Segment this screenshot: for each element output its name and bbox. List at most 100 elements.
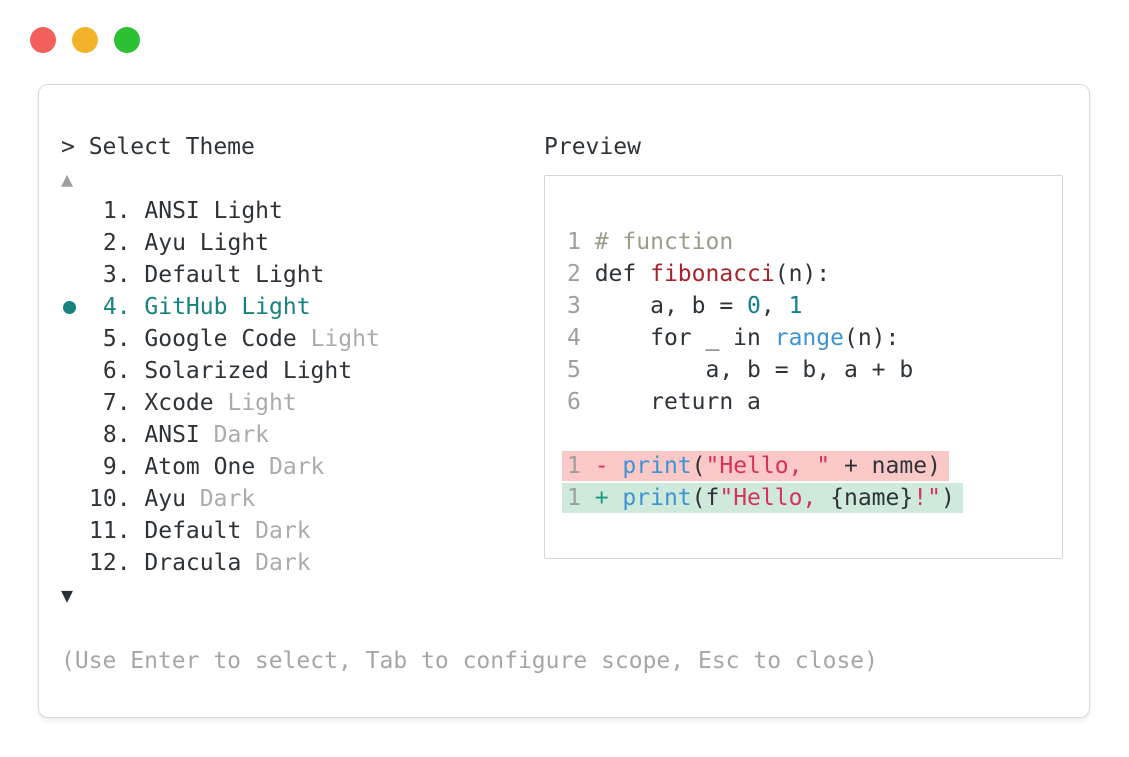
bullet-spacer	[61, 547, 89, 579]
bullet-spacer	[61, 483, 89, 515]
theme-list: 1. ANSI Light 2. Ayu Light 3. Default Li…	[61, 195, 544, 579]
dialog-columns: > Select Theme ▲ 1. ANSI Light 2. Ayu Li…	[61, 131, 1065, 677]
down-arrow-icon: ▼	[61, 583, 74, 607]
code-token: +	[594, 485, 623, 511]
theme-name: Dracula	[144, 550, 256, 576]
code-line: 6 return a	[567, 386, 1062, 418]
theme-list-item[interactable]: 6. Solarized Light	[61, 355, 544, 387]
scroll-up-indicator[interactable]: ▲	[61, 163, 544, 195]
code-token: # function	[594, 229, 734, 255]
theme-list-item[interactable]: 12. Dracula Dark	[61, 547, 544, 579]
bullet-spacer	[61, 419, 89, 451]
theme-name: Default Light	[144, 262, 325, 288]
theme-list-item[interactable]: 9. Atom One Dark	[61, 451, 544, 483]
code-line-content: 3 a, b = 0, 1	[567, 293, 802, 319]
theme-selector-column: > Select Theme ▲ 1. ANSI Light 2. Ayu Li…	[61, 131, 878, 677]
theme-number: 6.	[89, 358, 145, 384]
code-token: "Hello, "	[705, 453, 831, 479]
theme-list-item[interactable]: 5. Google Code Light	[61, 323, 544, 355]
code-token: )	[927, 453, 941, 479]
line-number: 6	[567, 389, 595, 415]
theme-name: GitHub Light	[144, 294, 311, 320]
theme-number: 1.	[89, 198, 145, 224]
traffic-lights	[30, 27, 140, 53]
bullet-spacer	[61, 355, 89, 387]
code-token: return a	[594, 389, 761, 415]
selected-dot-icon	[63, 300, 76, 314]
theme-name: Ayu Light	[144, 230, 270, 256]
theme-number: 10.	[89, 486, 145, 512]
theme-name: Ayu	[144, 486, 200, 512]
bullet-spacer	[61, 323, 89, 355]
theme-variant-muted: Dark	[213, 422, 270, 448]
code-line-content: 6 return a	[567, 389, 761, 415]
theme-number: 11.	[89, 518, 145, 544]
code-token: -	[594, 453, 623, 479]
code-token: (n):	[774, 261, 831, 287]
theme-variant-muted: Dark	[255, 550, 311, 576]
code-token: ,	[760, 293, 789, 319]
code-line-content: 4 for _ in range(n):	[567, 325, 899, 351]
minimize-button[interactable]	[72, 27, 98, 53]
code-token: (	[691, 453, 706, 479]
code-line: 5 a, b = b, a + b	[567, 354, 1062, 386]
theme-list-item[interactable]: 4. GitHub Light	[61, 291, 544, 323]
theme-list-item[interactable]: 1. ANSI Light	[61, 195, 544, 227]
code-line: 4 for _ in range(n):	[567, 322, 1062, 354]
code-line	[567, 418, 1062, 450]
theme-picker-dialog: > Select Theme ▲ 1. ANSI Light 2. Ayu Li…	[38, 84, 1090, 718]
dialog-title: > Select Theme	[61, 134, 255, 160]
code-token: a, b = b, a + b	[594, 357, 914, 383]
theme-name: Google Code	[144, 326, 311, 352]
code-line-content: 1 + print(f"Hello, {name}!")	[562, 483, 963, 513]
theme-number: 9.	[89, 454, 145, 480]
theme-list-item[interactable]: 11. Default Dark	[61, 515, 544, 547]
code-line-content: 5 a, b = b, a + b	[567, 357, 913, 383]
theme-name: ANSI	[144, 422, 214, 448]
theme-number: 3.	[89, 262, 145, 288]
code-token: !"	[913, 485, 941, 511]
bullet-spacer	[61, 515, 89, 547]
close-button[interactable]	[30, 27, 56, 53]
code-token: (f	[691, 485, 720, 511]
theme-number: 2.	[89, 230, 145, 256]
bullet-spacer	[61, 387, 89, 419]
code-token: 1	[788, 293, 803, 319]
diff-line-added: 1 + print(f"Hello, {name}!")	[562, 482, 1062, 514]
theme-variant-muted: Dark	[199, 486, 256, 512]
code-token: range	[774, 325, 844, 351]
selected-indicator	[61, 291, 89, 323]
theme-name: Atom One	[144, 454, 270, 480]
theme-variant-muted: Light	[227, 390, 297, 416]
up-arrow-icon: ▲	[61, 167, 74, 191]
theme-list-item[interactable]: 7. Xcode Light	[61, 387, 544, 419]
code-preview: 1 # function 2 def fibonacci(n): 3 a, b = …	[544, 175, 1063, 559]
theme-name: Default	[144, 518, 256, 544]
theme-name: Xcode	[144, 390, 228, 416]
code-token: {name}	[830, 485, 914, 511]
scroll-down-indicator[interactable]: ▼	[61, 579, 544, 611]
code-token: )	[940, 485, 955, 511]
theme-variant-muted: Dark	[255, 518, 311, 544]
theme-list-item[interactable]: 3. Default Light	[61, 259, 544, 291]
theme-number: 8.	[89, 422, 145, 448]
code-token: fibonacci	[650, 261, 775, 287]
theme-variant-muted: Dark	[269, 454, 325, 480]
theme-list-item[interactable]: 8. ANSI Dark	[61, 419, 544, 451]
theme-number: 12.	[89, 550, 145, 576]
line-number: 5	[567, 357, 595, 383]
maximize-button[interactable]	[114, 27, 140, 53]
theme-list-item[interactable]: 2. Ayu Light	[61, 227, 544, 259]
code-token: def	[594, 261, 651, 287]
line-number: 1	[567, 485, 595, 511]
code-line: 3 a, b = 0, 1	[567, 290, 1062, 322]
code-token: print	[622, 485, 692, 511]
line-number: 2	[567, 261, 595, 287]
diff-line-removed: 1 - print("Hello, " + name)	[562, 450, 1062, 482]
line-number: 4	[567, 325, 595, 351]
help-text: (Use Enter to select, Tab to configure s…	[61, 648, 878, 674]
code-line: 1 # function	[567, 226, 1062, 258]
theme-list-item[interactable]: 10. Ayu Dark	[61, 483, 544, 515]
bullet-spacer	[61, 451, 89, 483]
